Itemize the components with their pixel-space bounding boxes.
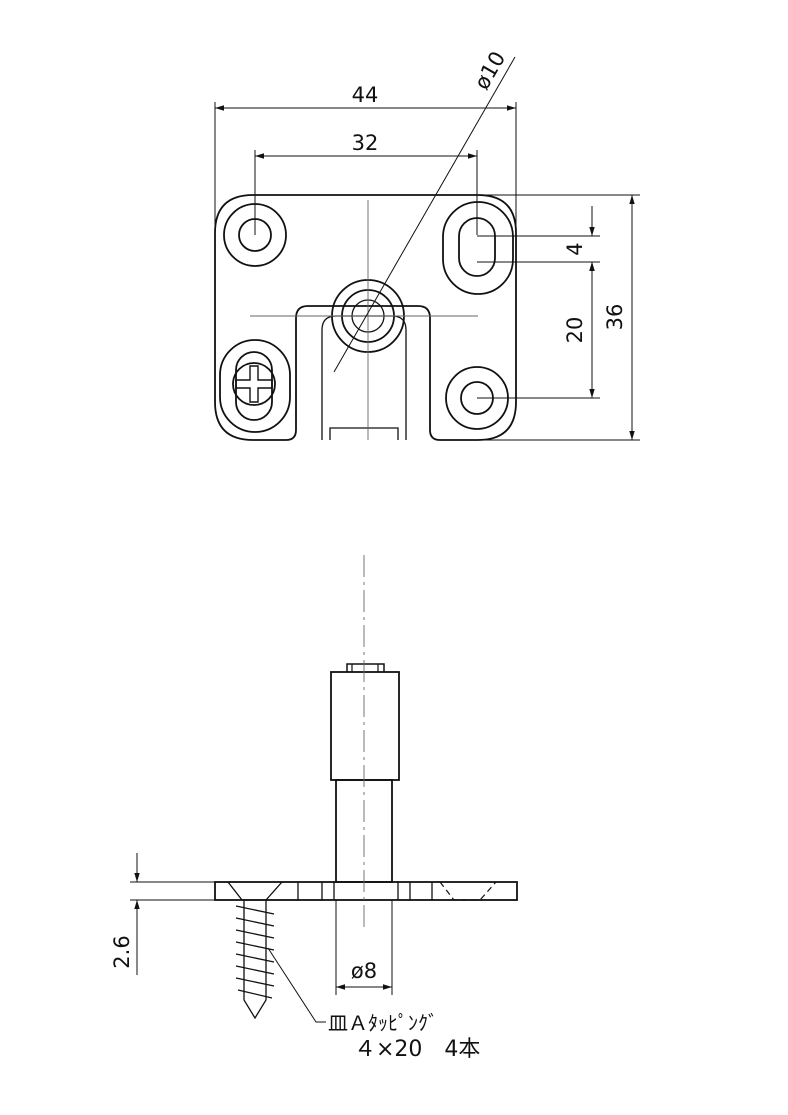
shaft <box>335 779 393 883</box>
plan-dimensions <box>214 56 640 441</box>
notch-inner-line <box>321 315 407 440</box>
screw-head <box>232 362 276 406</box>
dim-height-total: 36 <box>603 304 627 331</box>
base-plate <box>214 881 518 901</box>
screw-note-size: ４×20 4本 <box>354 1037 480 1062</box>
cap <box>346 663 385 672</box>
phillips-cross-icon <box>235 365 273 403</box>
plan-centerlines <box>250 200 478 440</box>
slot-bottom-left <box>219 339 291 433</box>
slot-top-right <box>442 201 514 295</box>
dim-hole-pitch: 32 <box>352 131 379 155</box>
front-view <box>214 663 518 1020</box>
screw-note-type: 皿Ａﾀｯﾋﾟﾝｸﾞ <box>328 1011 438 1035</box>
dim-width-total: 44 <box>352 83 379 107</box>
dim-hole-vertical-pitch: 20 <box>563 317 587 344</box>
dim-slot-width: 4 <box>563 242 587 255</box>
dim-plate-thickness: 2.6 <box>110 935 134 968</box>
sleeve <box>330 671 400 781</box>
front-dimensions <box>130 853 393 1023</box>
tapping-screw <box>235 900 275 1020</box>
plate-outline <box>214 194 517 441</box>
dim-pin-diameter: ø10 <box>470 47 511 93</box>
dim-shaft-diameter: ø8 <box>351 959 377 983</box>
